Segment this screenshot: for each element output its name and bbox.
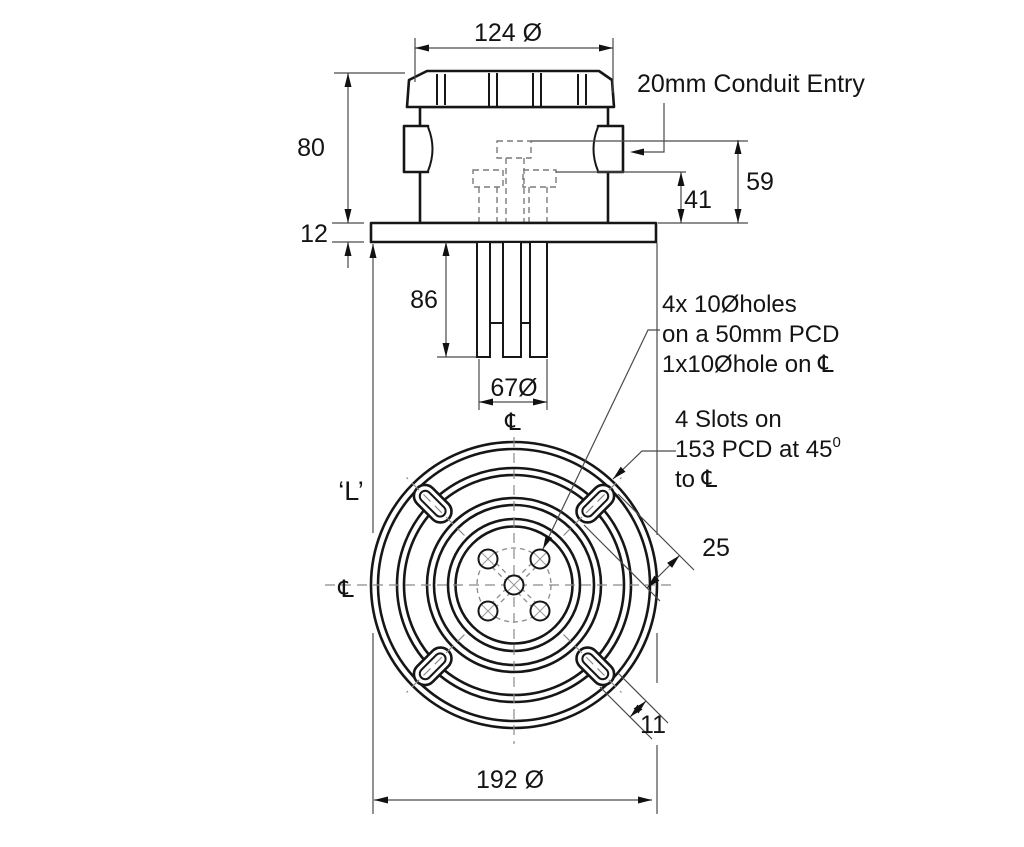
dim-terminal-heights: [531, 140, 748, 224]
conduit-boss-right: [592, 124, 625, 174]
svg-text:1x10Øhole on ℄: 1x10Øhole on ℄: [662, 351, 834, 378]
svg-text:on a 50mm PCD: on a 50mm PCD: [662, 321, 839, 348]
label-immersion-length: ‘L’: [338, 476, 364, 506]
dim-cap-diameter-text: 124 Ø: [474, 19, 542, 47]
conduit-boss-left: [402, 124, 434, 174]
slots-note-leader: [612, 450, 676, 480]
dim-terminal-top-height-text: 59: [746, 168, 774, 196]
svg-text:to ℄: to ℄: [675, 466, 718, 493]
centerline-symbol-top-icon: ℄: [504, 409, 521, 436]
note-slots: 4 Slots on 153 PCD at 450 to ℄: [675, 406, 841, 493]
dim-flange-diameter-text: 192 Ø: [476, 766, 544, 794]
note-holes: 4x 10Øholes on a 50mm PCD 1x10Øhole on ℄: [662, 291, 839, 378]
svg-text:4 Slots on: 4 Slots on: [675, 406, 782, 433]
element-studs: [476, 241, 548, 358]
dim-slot-length: [583, 493, 695, 602]
label-conduit-entry: 20mm Conduit Entry: [637, 70, 865, 98]
centerline-symbol-left-icon: ℄: [337, 576, 354, 603]
conduit-leader: [630, 103, 665, 156]
dim-length-and-flange-dia: [369, 243, 658, 814]
holes: [477, 548, 551, 622]
dim-stud-pcd-text: 67Ø: [490, 374, 537, 402]
dim-stud-length-text: 86: [410, 286, 438, 314]
dim-slot-length-text: 25: [702, 534, 730, 562]
enclosure-body: [418, 105, 610, 225]
dim-terminal-side-height-text: 41: [684, 186, 712, 214]
dim-slot-width-text: 11: [640, 711, 666, 739]
enclosure-cap: [405, 69, 616, 109]
dim-stud-pcd: [478, 359, 548, 410]
svg-text:153 PCD at 450: 153 PCD at 450: [675, 434, 841, 463]
svg-text:4x 10Øholes: 4x 10Øholes: [662, 291, 797, 318]
dim-cap-diameter: [414, 38, 614, 93]
cap-ribs: [436, 73, 587, 106]
mounting-flange: [369, 221, 658, 244]
holes-note-leader: [542, 329, 660, 550]
dim-body-height: [334, 72, 405, 223]
dim-body-height-text: 80: [297, 134, 325, 162]
dim-slot-width: [599, 672, 669, 740]
stud-holes: [476, 547, 552, 623]
dimension-lines: [332, 38, 748, 814]
drawing-text: 124 Ø 80 12 86 67Ø 59 41 20mm Conduit En…: [297, 19, 865, 794]
bottom-view: [325, 437, 676, 744]
hidden-terminal-studs: [472, 140, 557, 223]
mounting-slots: [412, 483, 616, 687]
side-elevation-view: [369, 69, 658, 358]
dim-stud-length: [437, 242, 476, 358]
dim-flange-thickness: [332, 222, 364, 268]
dim-flange-thickness-text: 12: [300, 220, 328, 248]
